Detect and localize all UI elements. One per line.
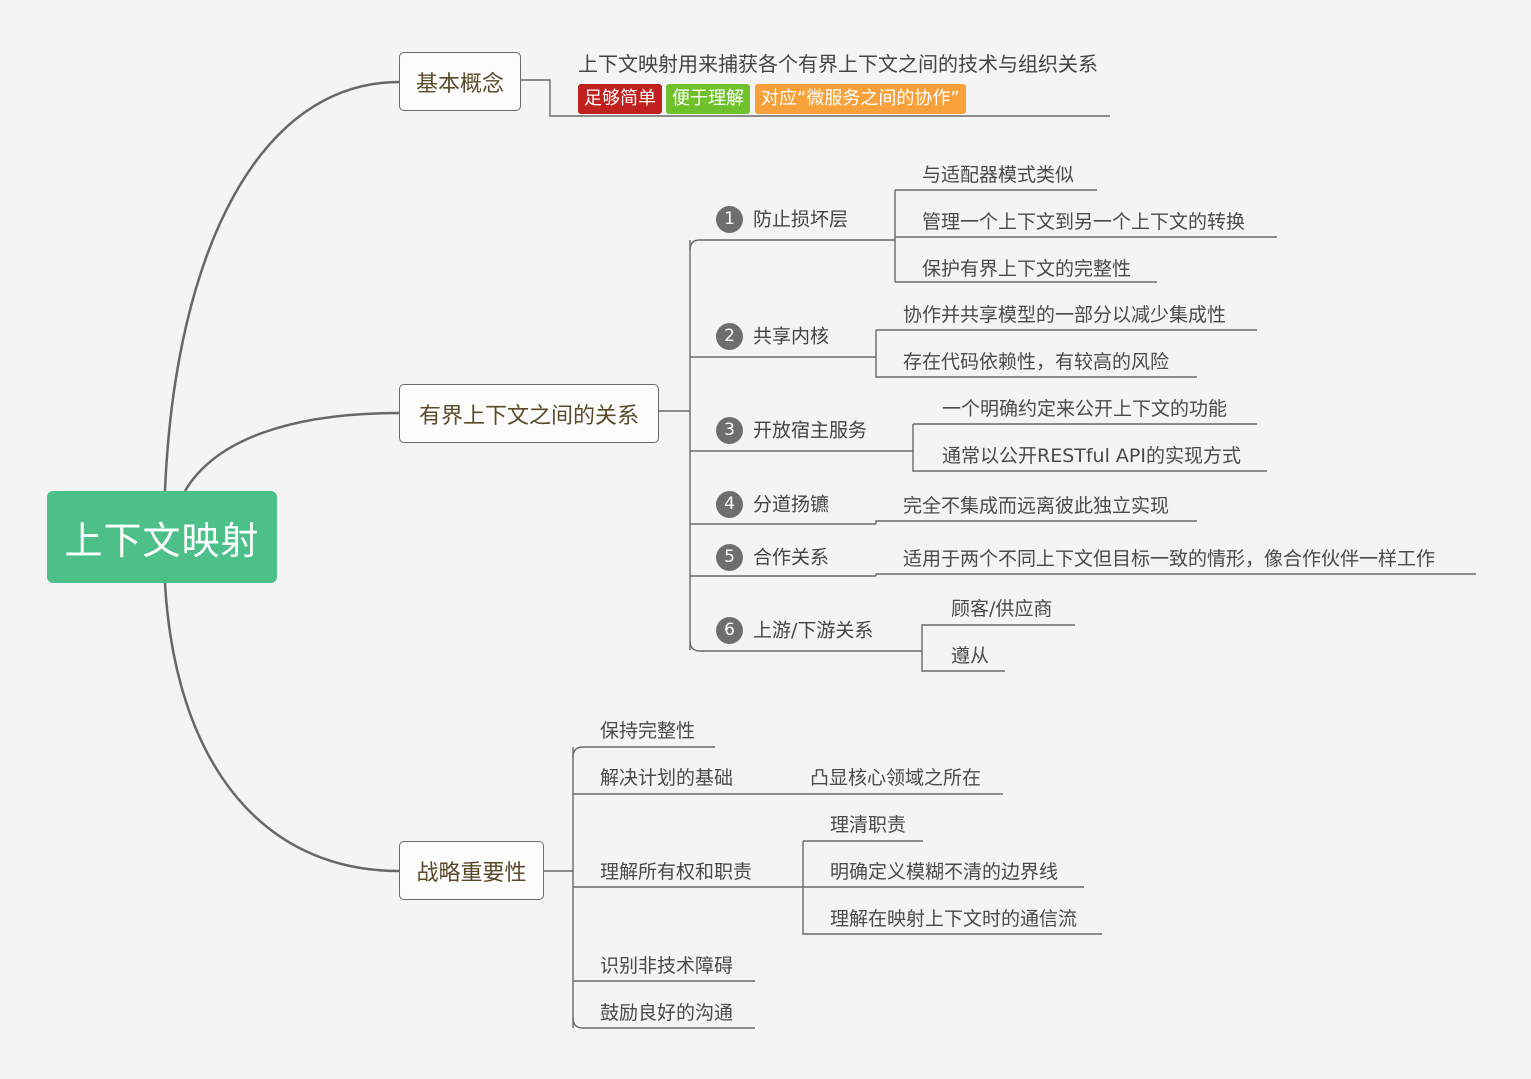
relation-2-child-1[interactable]: 协作并共享模型的一部分以减少集成性: [903, 304, 1227, 326]
topic-relations-label: 有界上下文之间的关系: [418, 403, 639, 429]
relation-item-4[interactable]: 4 分道扬镳: [716, 491, 829, 518]
number-badge-3: 3: [716, 417, 743, 444]
topic-basic-concepts[interactable]: 基本概念: [399, 52, 521, 111]
relation-label-3: 开放宿主服务: [753, 419, 868, 442]
connector-basic: [521, 79, 1110, 117]
connector-relations-trunk: [659, 240, 691, 650]
relation-item-3[interactable]: 3 开放宿主服务: [716, 417, 867, 444]
relation-item-6[interactable]: 6 上游/下游关系: [716, 617, 873, 644]
number-badge-1: 1: [716, 206, 743, 233]
relation-label-1: 防止损坏层: [753, 208, 849, 231]
basic-description: 上下文映射用来捕获各个有界上下文之间的技术与组织关系: [578, 52, 1098, 76]
relation-6-child-2[interactable]: 遵从: [951, 645, 990, 667]
root-topic[interactable]: 上下文映射: [47, 491, 277, 583]
number-badge-2: 2: [716, 323, 743, 350]
number-badge-4: 4: [716, 491, 743, 518]
tag-microservice-collab: 对应“微服务之间的协作”: [755, 84, 966, 114]
strategy-item-4[interactable]: 识别非技术障碍: [600, 955, 734, 977]
strategy-3-child-3[interactable]: 理解在映射上下文时的通信流: [830, 908, 1078, 930]
relation-1-child-1[interactable]: 与适配器模式类似: [922, 164, 1075, 186]
relation-6-child-1[interactable]: 顾客/供应商: [951, 598, 1053, 620]
connector-root-strategy: [163, 582, 400, 873]
strategy-3-child-2[interactable]: 明确定义模糊不清的边界线: [830, 861, 1059, 883]
relation-item-2[interactable]: 2 共享内核: [716, 323, 829, 350]
relation-5-child-1[interactable]: 适用于两个不同上下文但目标一致的情形，像合作伙伴一样工作: [903, 548, 1436, 570]
connector-strategy-trunk: [544, 747, 574, 1028]
topic-basic-label: 基本概念: [415, 71, 504, 97]
strategy-item-3[interactable]: 理解所有权和职责: [600, 861, 753, 883]
strategy-3-child-1[interactable]: 理清职责: [830, 814, 907, 836]
relation-label-6: 上游/下游关系: [753, 619, 874, 642]
topic-context-relations[interactable]: 有界上下文之间的关系: [399, 384, 659, 443]
relation-3-child-2[interactable]: 通常以公开RESTful API的实现方式: [942, 445, 1241, 467]
topic-strategic-importance[interactable]: 战略重要性: [399, 841, 544, 900]
number-badge-5: 5: [716, 544, 743, 571]
relation-item-5[interactable]: 5 合作关系: [716, 544, 829, 571]
strategy-item-1[interactable]: 保持完整性: [600, 720, 696, 742]
strategy-item-5[interactable]: 鼓励良好的沟通: [600, 1002, 734, 1024]
root-label: 上下文映射: [64, 518, 260, 563]
relation-1-child-3[interactable]: 保护有界上下文的完整性: [922, 258, 1132, 280]
relation-1-child-2[interactable]: 管理一个上下文到另一个上下文的转换: [922, 211, 1246, 233]
connector-root-relations: [183, 411, 400, 492]
relation-item-1[interactable]: 1 防止损坏层: [716, 206, 848, 233]
connector-root-basic: [163, 80, 400, 492]
topic-strategy-label: 战略重要性: [416, 860, 527, 886]
relation-label-4: 分道扬镳: [753, 493, 830, 516]
number-badge-6: 6: [716, 617, 743, 644]
relation-2-child-2[interactable]: 存在代码依赖性，有较高的风险: [903, 351, 1170, 373]
relation-label-5: 合作关系: [753, 546, 830, 569]
strategy-2-child-1[interactable]: 凸显核心领域之所在: [810, 767, 982, 789]
strategy-item-2[interactable]: 解决计划的基础: [600, 767, 734, 789]
relation-label-2: 共享内核: [753, 325, 830, 348]
relation-3-child-1[interactable]: 一个明确约定来公开上下文的功能: [942, 398, 1228, 420]
relation-4-child-1[interactable]: 完全不集成而远离彼此独立实现: [903, 495, 1170, 517]
tag-easy-understand: 便于理解: [666, 84, 750, 114]
tag-simple: 足够简单: [578, 84, 662, 114]
